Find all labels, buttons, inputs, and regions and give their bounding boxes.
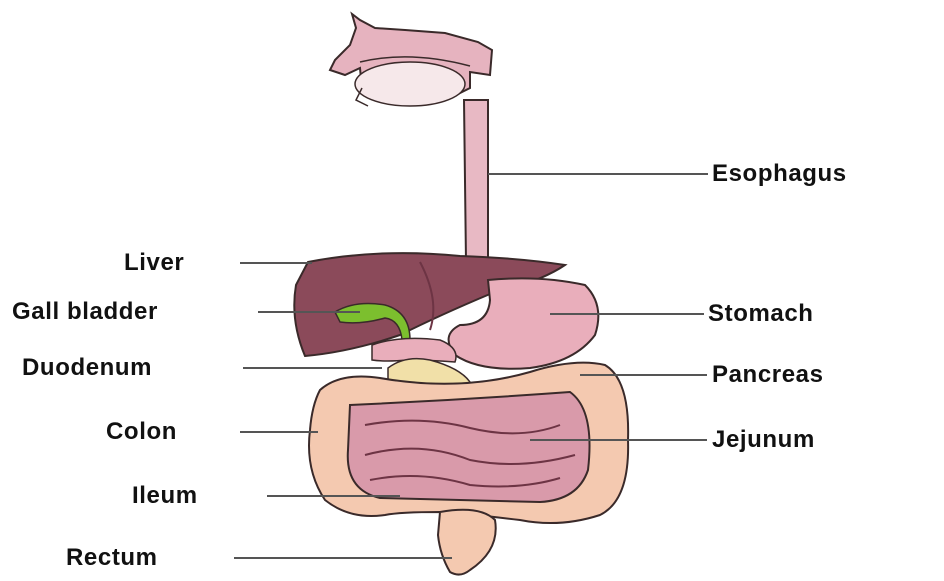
mouth-and-pharynx: [330, 14, 492, 106]
label-gall-bladder: Gall bladder: [12, 300, 158, 324]
label-rectum: Rectum: [66, 546, 158, 570]
label-pancreas: Pancreas: [712, 363, 824, 387]
label-ileum: Ileum: [132, 484, 198, 508]
esophagus-tube: [464, 100, 488, 262]
label-esophagus: Esophagus: [712, 162, 847, 186]
label-duodenum: Duodenum: [22, 356, 152, 380]
small-intestine: [348, 392, 590, 502]
label-stomach: Stomach: [708, 302, 814, 326]
rectum-shape: [438, 510, 496, 575]
label-jejunum: Jejunum: [712, 428, 815, 452]
label-liver: Liver: [124, 251, 184, 275]
label-colon: Colon: [106, 420, 177, 444]
